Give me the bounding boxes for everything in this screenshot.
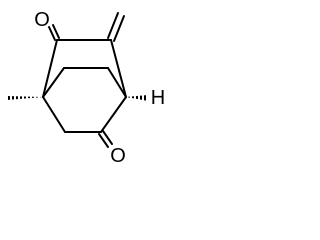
- bond-c3-c4: [110, 39, 127, 98]
- bond-methylene-b: [113, 15, 125, 42]
- bond-c8-c4: [107, 67, 127, 98]
- bond-c1-c6: [42, 96, 66, 133]
- atom-label-top-oxygen: O: [34, 9, 50, 31]
- atom-label-bottom-oxygen: O: [110, 145, 126, 167]
- bond-c5-c4: [100, 96, 127, 133]
- wedge-bond-hydrogen: [126, 95, 148, 101]
- atom-label-hydrogen: H: [151, 87, 165, 109]
- bond-top-carbonyl-b: [52, 24, 60, 39]
- bond-top-carbonyl-a: [48, 26, 56, 41]
- bond-methylene-a: [107, 12, 119, 39]
- bond-bottom-carbonyl-a: [98, 133, 109, 148]
- bond-c1-c2: [42, 39, 58, 98]
- bicyclooctanedione-structure: O O H: [7, 9, 165, 167]
- wedge-bond-methyl: [7, 96, 43, 100]
- bond-c1-c7: [42, 67, 65, 98]
- bond-bottom-carbonyl-b: [102, 130, 113, 145]
